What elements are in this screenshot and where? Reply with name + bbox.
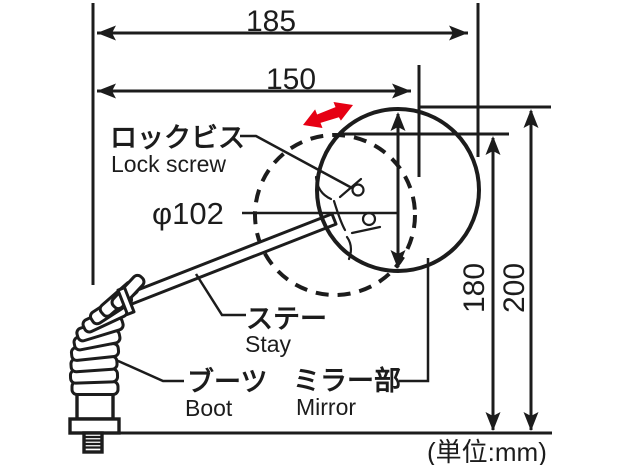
bolt-shank: [82, 431, 104, 454]
arrowhead-150-right: [392, 83, 411, 99]
housing-bottom-arc: [345, 235, 353, 261]
dimension-height-200: 200: [498, 109, 539, 431]
lock-screw-leader: [240, 134, 353, 190]
dimension-value-150: 150: [266, 63, 316, 96]
boot-flange: [68, 417, 121, 435]
stay-label-en: Stay: [245, 331, 292, 357]
arrowhead-200-bottom: [523, 412, 539, 431]
part-labels: ロックビス Lock screw ステー Stay ブーツ Boot ミラー部 …: [110, 123, 547, 465]
pivot-screw-head: [361, 211, 377, 227]
dimension-mirror-diameter: φ102: [152, 112, 406, 269]
dimension-value-185: 185: [246, 5, 296, 38]
arrowhead-phi102-top: [390, 112, 406, 131]
arrowhead-150-left: [97, 83, 116, 99]
boot-assembly: [68, 273, 146, 454]
boot-base-block: [75, 391, 115, 421]
arrowhead-185-left: [97, 25, 116, 41]
mount-bolt: [82, 431, 104, 454]
dimension-value-200: 200: [498, 263, 531, 313]
stay-leader: [194, 273, 246, 317]
stay-end-cap: [116, 286, 136, 316]
boot-bellows: [68, 273, 146, 396]
pivot-base-line: [350, 225, 382, 235]
stay-label-jp: ステー: [246, 304, 327, 334]
boot-label-en: Boot: [185, 395, 233, 421]
adjust-direction-arrow-icon: [303, 102, 353, 128]
arrowhead-180-bottom: [485, 412, 501, 431]
lock-screw-label-jp: ロックビス: [110, 123, 245, 153]
dimension-height-180: 180: [458, 136, 501, 431]
dimension-stay-width: 150: [97, 63, 411, 99]
dimension-value-180: 180: [458, 263, 491, 313]
dimension-overall-width: 185: [97, 5, 468, 41]
mirror-label-en: Mirror: [296, 394, 356, 420]
lock-screw-head: [351, 183, 365, 197]
lock-screw-label-en: Lock screw: [111, 151, 226, 177]
boot-leader: [115, 358, 184, 383]
unit-note: (単位:mm): [427, 437, 547, 465]
extension-lines: [91, 3, 552, 435]
arrowhead-200-top: [523, 109, 539, 128]
mirror-leader: [399, 258, 430, 383]
label-leader-lines: [115, 134, 430, 383]
mirror-dashed-position-circle: [253, 133, 417, 297]
mirror-label-jp: ミラー部: [293, 365, 401, 396]
arrowhead-180-top: [485, 136, 501, 155]
boot-label-jp: ブーツ: [187, 366, 267, 397]
dimension-value-phi102: φ102: [152, 196, 224, 231]
arrowhead-185-right: [449, 25, 468, 41]
bolt-threads: [83, 435, 103, 449]
arrowhead-phi102-bottom: [390, 250, 406, 269]
housing-edge-line: [332, 199, 347, 232]
housing-socket-arc: [314, 175, 333, 201]
mirror-head-circle: [315, 107, 481, 273]
